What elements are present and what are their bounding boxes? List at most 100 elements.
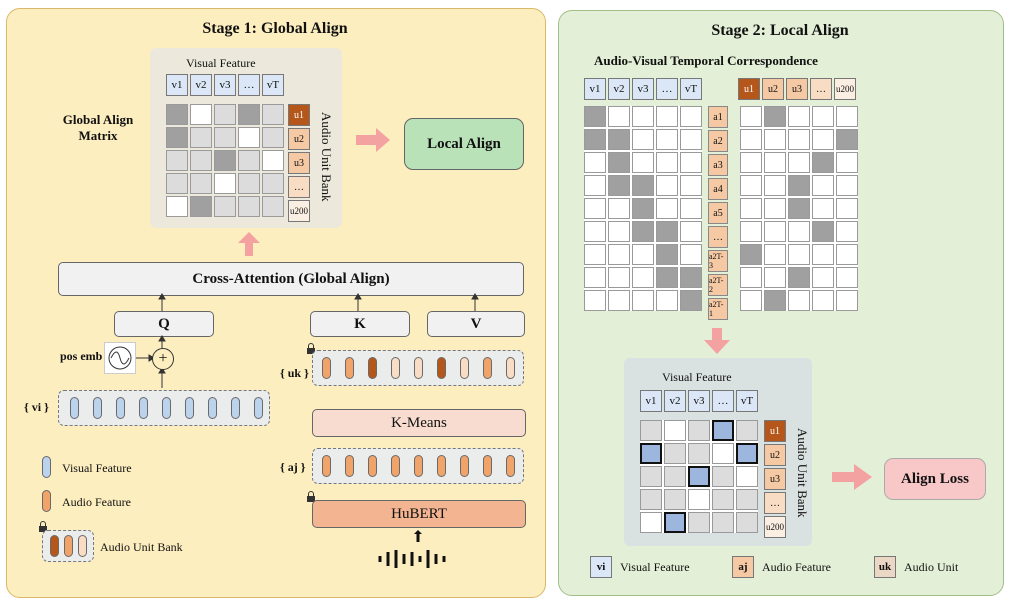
matrix-cell — [736, 489, 758, 510]
matrix-cell — [812, 152, 834, 173]
matrix-cell — [656, 244, 678, 265]
token-pill — [254, 397, 263, 419]
matrix-cell — [764, 290, 786, 311]
matrix-cell — [688, 420, 710, 441]
matrix-cell — [788, 221, 810, 242]
matrix-cell — [764, 244, 786, 265]
matrix-cell — [788, 267, 810, 288]
a-cell: a2T-3 — [708, 250, 728, 272]
matrix-cell — [632, 267, 654, 288]
v-cell: v3 — [214, 74, 236, 96]
u-cell: u2 — [288, 128, 310, 150]
stage1-title: Stage 1: Global Align — [202, 20, 348, 37]
token-pill — [185, 397, 194, 419]
right-arrow-icon — [356, 128, 390, 152]
matrix-cell — [608, 267, 630, 288]
a-cell: a1 — [708, 106, 728, 128]
u-cell: u2 — [764, 444, 786, 466]
down-arrow-icon — [704, 328, 730, 354]
matrix-cell — [166, 104, 188, 125]
align-loss-box: Align Loss — [884, 458, 986, 500]
token-pill — [93, 397, 102, 419]
matrix-cell — [262, 173, 284, 194]
matrix-cell — [584, 106, 606, 127]
matrix-cell — [764, 198, 786, 219]
matrix-cell — [214, 150, 236, 171]
v-cell: … — [238, 74, 260, 96]
token-pill — [70, 397, 79, 419]
v-cell: v2 — [190, 74, 212, 96]
legend-vi-label: Visual Feature — [620, 560, 690, 574]
matrix-cell — [238, 196, 260, 217]
v-cell: vT — [680, 78, 702, 100]
matrix-cell — [656, 175, 678, 196]
legend-audio-swatch — [42, 490, 51, 512]
matrix-cell — [836, 267, 858, 288]
matrix-cell — [740, 290, 762, 311]
global-align-matrix — [166, 104, 284, 217]
matrix-cell — [712, 489, 734, 510]
matrix-cell — [680, 106, 702, 127]
matrix-cell — [640, 443, 662, 464]
v-box: V — [427, 311, 525, 337]
uk-label: { uk } — [280, 366, 309, 380]
matrix-cell — [608, 106, 630, 127]
stage1-u-column: u1 u2 u3 … u200 — [288, 104, 310, 222]
local-align-box: Local Align — [404, 118, 524, 170]
vi-label: { vi } — [24, 400, 49, 414]
matrix-cell — [740, 244, 762, 265]
v-cell: vT — [736, 390, 758, 412]
unit-pill — [64, 535, 73, 557]
matrix-cell — [736, 466, 758, 487]
u-cell: u3 — [764, 468, 786, 490]
matrix-cell — [764, 221, 786, 242]
token-pill — [345, 357, 354, 379]
matrix-cell — [688, 512, 710, 533]
legend-bank-label: Audio Unit Bank — [100, 540, 183, 554]
matrix-cell — [740, 152, 762, 173]
matrix-cell — [238, 127, 260, 148]
token-pill — [368, 357, 377, 379]
matrix-cell — [764, 106, 786, 127]
matrix-cell — [632, 290, 654, 311]
matrix-cell — [262, 150, 284, 171]
matrix-cell — [608, 198, 630, 219]
v-cell: v2 — [664, 390, 686, 412]
matrix-cell — [712, 466, 734, 487]
matrix-cell — [190, 150, 212, 171]
matrix-cell — [836, 106, 858, 127]
matrix-cell — [680, 129, 702, 150]
legend-aj-swatch: aj — [732, 556, 754, 578]
matrix-cell — [584, 221, 606, 242]
legend-aj-label: Audio Feature — [762, 560, 831, 574]
matrix-cell — [214, 196, 236, 217]
a-cell: a2T-2 — [708, 274, 728, 296]
legend-vi-swatch: vi — [590, 556, 612, 578]
a-cell: a2T-1 — [708, 298, 728, 320]
matrix-cell — [632, 152, 654, 173]
token-pill — [208, 397, 217, 419]
legend-uk-swatch: uk — [874, 556, 896, 578]
a-cell: a2 — [708, 130, 728, 152]
matrix-cell — [238, 104, 260, 125]
matrix-cell — [608, 221, 630, 242]
token-pill — [368, 455, 377, 477]
hubert-box: HuBERT — [312, 500, 526, 528]
v-cell: v3 — [632, 78, 654, 100]
token-pill — [460, 357, 469, 379]
matrix-cell — [680, 221, 702, 242]
matrix-cell — [740, 198, 762, 219]
legend-visual-label: Visual Feature — [62, 461, 132, 475]
u-cell: u1 — [738, 78, 760, 100]
token-pill — [162, 397, 171, 419]
visual-feature-label: Visual Feature — [662, 370, 732, 384]
matrix-cell — [656, 198, 678, 219]
matrix-cell — [664, 466, 686, 487]
token-pill — [139, 397, 148, 419]
unit-pill — [50, 535, 59, 557]
matrix-cell — [238, 173, 260, 194]
matrix-cell — [688, 466, 710, 487]
matrix-cell — [712, 443, 734, 464]
matrix-cell — [812, 290, 834, 311]
cross-attention-box: Cross-Attention (Global Align) — [58, 262, 524, 296]
